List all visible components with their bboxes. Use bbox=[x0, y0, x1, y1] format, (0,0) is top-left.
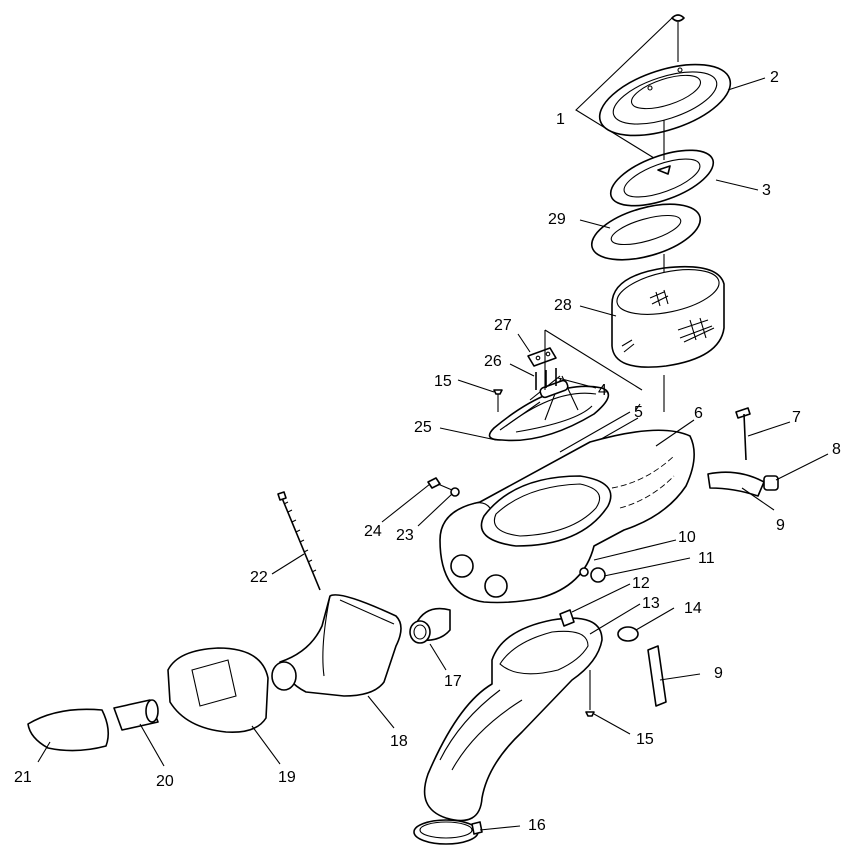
intake-cap-part bbox=[27, 708, 110, 752]
gasket-part bbox=[609, 149, 715, 207]
callout-8: 8 bbox=[832, 441, 841, 458]
screw-washer-part bbox=[427, 477, 460, 497]
hose-part bbox=[647, 645, 667, 707]
leader-lines bbox=[37, 17, 829, 831]
callout-23: 23 bbox=[396, 527, 414, 544]
callout-13: 13 bbox=[642, 595, 660, 612]
callout-4: 4 bbox=[598, 382, 607, 399]
airbox-body-part bbox=[439, 429, 695, 604]
callout-3: 3 bbox=[762, 182, 771, 199]
callout-18: 18 bbox=[390, 733, 408, 750]
callout-28: 28 bbox=[554, 297, 572, 314]
airbox-cover-part bbox=[598, 63, 732, 137]
screw-part bbox=[535, 368, 557, 390]
callout-24: 24 bbox=[364, 523, 382, 540]
callout-20: 20 bbox=[156, 773, 174, 790]
rubber-boot-part bbox=[409, 607, 451, 644]
callout-10: 10 bbox=[678, 529, 696, 546]
callout-17: 17 bbox=[444, 673, 462, 690]
callout-25: 25 bbox=[414, 419, 432, 436]
tube-part bbox=[113, 699, 159, 731]
callout-1: 1 bbox=[556, 111, 565, 128]
callout-15b: 15 bbox=[636, 731, 654, 748]
callout-27: 27 bbox=[494, 317, 512, 334]
cable-tie-part bbox=[277, 491, 321, 591]
callout-12: 12 bbox=[632, 575, 650, 592]
wing-nut-part bbox=[671, 14, 685, 62]
screw-small-part bbox=[493, 389, 503, 412]
callout-2: 2 bbox=[770, 69, 779, 86]
filter-cage-part bbox=[488, 375, 610, 442]
callout-9a: 9 bbox=[776, 517, 785, 534]
hose-clamp-part bbox=[617, 626, 639, 642]
filter-element-part bbox=[611, 265, 725, 368]
callout-6: 6 bbox=[694, 405, 703, 422]
lower-duct-part bbox=[423, 617, 603, 822]
clamp-part bbox=[413, 819, 483, 845]
callout-7: 7 bbox=[792, 409, 801, 426]
callout-19: 19 bbox=[278, 769, 296, 786]
callout-16: 16 bbox=[528, 817, 546, 834]
callout-22: 22 bbox=[250, 569, 268, 586]
callout-14: 14 bbox=[684, 600, 702, 617]
adapter-part bbox=[167, 647, 269, 734]
vent-hose-part bbox=[707, 471, 779, 497]
callout-11: 11 bbox=[698, 550, 715, 567]
filter-plate-part bbox=[590, 203, 702, 261]
long-bolt-part bbox=[735, 407, 751, 461]
bracket-part bbox=[527, 347, 557, 367]
fitting-part bbox=[559, 609, 575, 627]
callout-29: 29 bbox=[548, 211, 566, 228]
intake-funnel-part bbox=[271, 594, 402, 697]
callout-labels: 1 2 3 4 5 6 7 8 9 9 10 11 12 13 14 15 15… bbox=[14, 69, 841, 834]
callout-5: 5 bbox=[634, 404, 643, 421]
callout-21: 21 bbox=[14, 769, 32, 786]
callout-15a: 15 bbox=[434, 373, 452, 390]
callout-9b: 9 bbox=[714, 665, 723, 682]
callout-26: 26 bbox=[484, 353, 502, 370]
